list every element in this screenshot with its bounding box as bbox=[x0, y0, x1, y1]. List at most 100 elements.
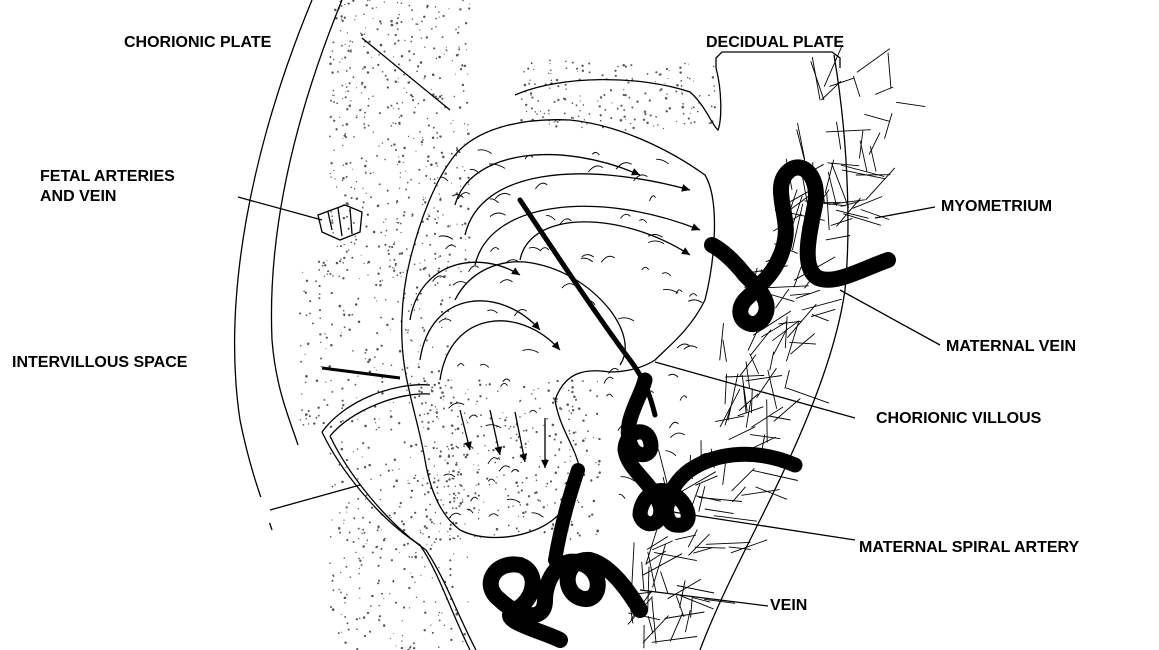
blank-label-box bbox=[178, 497, 270, 523]
stipple-dot bbox=[363, 14, 365, 16]
stipple-dot bbox=[343, 262, 344, 263]
stipple-dot bbox=[334, 484, 336, 486]
stipple-dot bbox=[550, 73, 551, 74]
myometrium-fibre bbox=[826, 236, 850, 240]
stipple-dot bbox=[391, 364, 393, 366]
stipple-dot bbox=[395, 81, 398, 84]
stipple-dot bbox=[392, 580, 394, 582]
villous-texture-stroke bbox=[499, 466, 510, 472]
myometrium-fibre bbox=[896, 102, 925, 106]
villous-texture-stroke bbox=[535, 183, 547, 189]
stipple-dot bbox=[647, 73, 649, 75]
stipple-dot bbox=[628, 97, 630, 99]
stipple-dot bbox=[350, 576, 352, 578]
stipple-dot bbox=[439, 387, 441, 389]
stipple-dot bbox=[409, 81, 410, 82]
stipple-dot bbox=[625, 66, 627, 68]
stipple-dot bbox=[426, 7, 428, 9]
stipple-dot bbox=[459, 8, 461, 10]
stipple-dot bbox=[355, 384, 357, 386]
stipple-dot bbox=[421, 421, 423, 423]
stipple-dot bbox=[403, 529, 406, 532]
stipple-dot bbox=[518, 531, 520, 533]
stipple-dot bbox=[384, 1, 385, 2]
stipple-dot bbox=[426, 446, 427, 447]
stipple-dot bbox=[328, 365, 331, 368]
stipple-dot bbox=[416, 286, 418, 288]
stipple-dot bbox=[508, 428, 510, 430]
stipple-dot bbox=[451, 380, 452, 381]
stipple-dot bbox=[475, 493, 476, 494]
stipple-dot bbox=[548, 73, 549, 74]
stipple-dot bbox=[406, 367, 408, 369]
stipple-dot bbox=[434, 218, 436, 220]
stipple-dot bbox=[396, 102, 398, 104]
stipple-dot bbox=[306, 280, 308, 282]
stipple-dot bbox=[455, 522, 457, 524]
stipple-dot bbox=[577, 71, 578, 72]
stipple-dot bbox=[319, 333, 321, 335]
myometrium-fibre bbox=[688, 530, 697, 548]
stipple-dot bbox=[539, 500, 541, 502]
stipple-dot bbox=[331, 486, 333, 488]
stipple-dot bbox=[494, 462, 496, 464]
stipple-dot bbox=[345, 566, 347, 568]
stipple-dot bbox=[389, 260, 390, 261]
villous-texture-stroke bbox=[662, 273, 671, 276]
stipple-dot bbox=[424, 493, 426, 495]
stipple-dot bbox=[403, 162, 404, 163]
stipple-dot bbox=[565, 88, 566, 89]
stipple-dot bbox=[345, 83, 346, 84]
stipple-dot bbox=[555, 433, 557, 435]
stipple-dot bbox=[495, 482, 497, 484]
stipple-dot bbox=[303, 424, 305, 426]
stipple-dot bbox=[372, 67, 374, 69]
stipple-dot bbox=[356, 397, 357, 398]
stipple-dot bbox=[452, 120, 453, 121]
stipple-dot bbox=[433, 127, 435, 129]
stipple-dot bbox=[335, 178, 336, 179]
stipple-dot bbox=[438, 646, 440, 648]
stipple-dot bbox=[364, 466, 366, 468]
stipple-dot bbox=[523, 71, 525, 73]
stipple-dot bbox=[378, 245, 380, 247]
stipple-dot bbox=[378, 619, 380, 621]
stipple-dot bbox=[425, 175, 427, 177]
stipple-dot bbox=[341, 481, 344, 484]
stipple-dot bbox=[679, 66, 681, 68]
stipple-dot bbox=[397, 164, 398, 165]
stipple-dot bbox=[374, 367, 375, 368]
stipple-dot bbox=[403, 606, 405, 608]
stipple-dot bbox=[378, 580, 380, 582]
stipple-dot bbox=[309, 415, 311, 417]
stipple-dot bbox=[366, 245, 368, 247]
stipple-dot bbox=[446, 50, 447, 51]
stipple-dot bbox=[520, 119, 523, 122]
stipple-dot bbox=[361, 84, 363, 86]
stipple-dot bbox=[693, 106, 695, 108]
stipple-dot bbox=[535, 474, 537, 476]
stipple-dot bbox=[379, 112, 381, 114]
stipple-dot bbox=[394, 43, 396, 45]
stipple-dot bbox=[581, 506, 583, 508]
stipple-dot bbox=[478, 469, 479, 470]
stipple-dot bbox=[436, 409, 437, 410]
stipple-dot bbox=[462, 84, 464, 86]
stipple-dot bbox=[713, 66, 715, 68]
stipple-dot bbox=[429, 504, 431, 506]
stipple-dot bbox=[420, 262, 421, 263]
label-chorionic-villous: CHORIONIC VILLOUS bbox=[876, 409, 1041, 429]
myometrium-fibre bbox=[665, 612, 705, 619]
myometrium-fibre bbox=[685, 610, 690, 632]
stipple-dot bbox=[519, 400, 521, 402]
stipple-dot bbox=[368, 41, 370, 43]
stipple-dot bbox=[386, 78, 388, 80]
stipple-dot bbox=[303, 290, 305, 292]
stipple-dot bbox=[368, 125, 370, 127]
stipple-dot bbox=[362, 188, 363, 189]
stipple-dot bbox=[333, 101, 335, 103]
stipple-dot bbox=[423, 197, 424, 198]
stipple-dot bbox=[531, 95, 532, 96]
stipple-dot bbox=[362, 456, 363, 457]
villous-texture-stroke bbox=[656, 159, 669, 164]
